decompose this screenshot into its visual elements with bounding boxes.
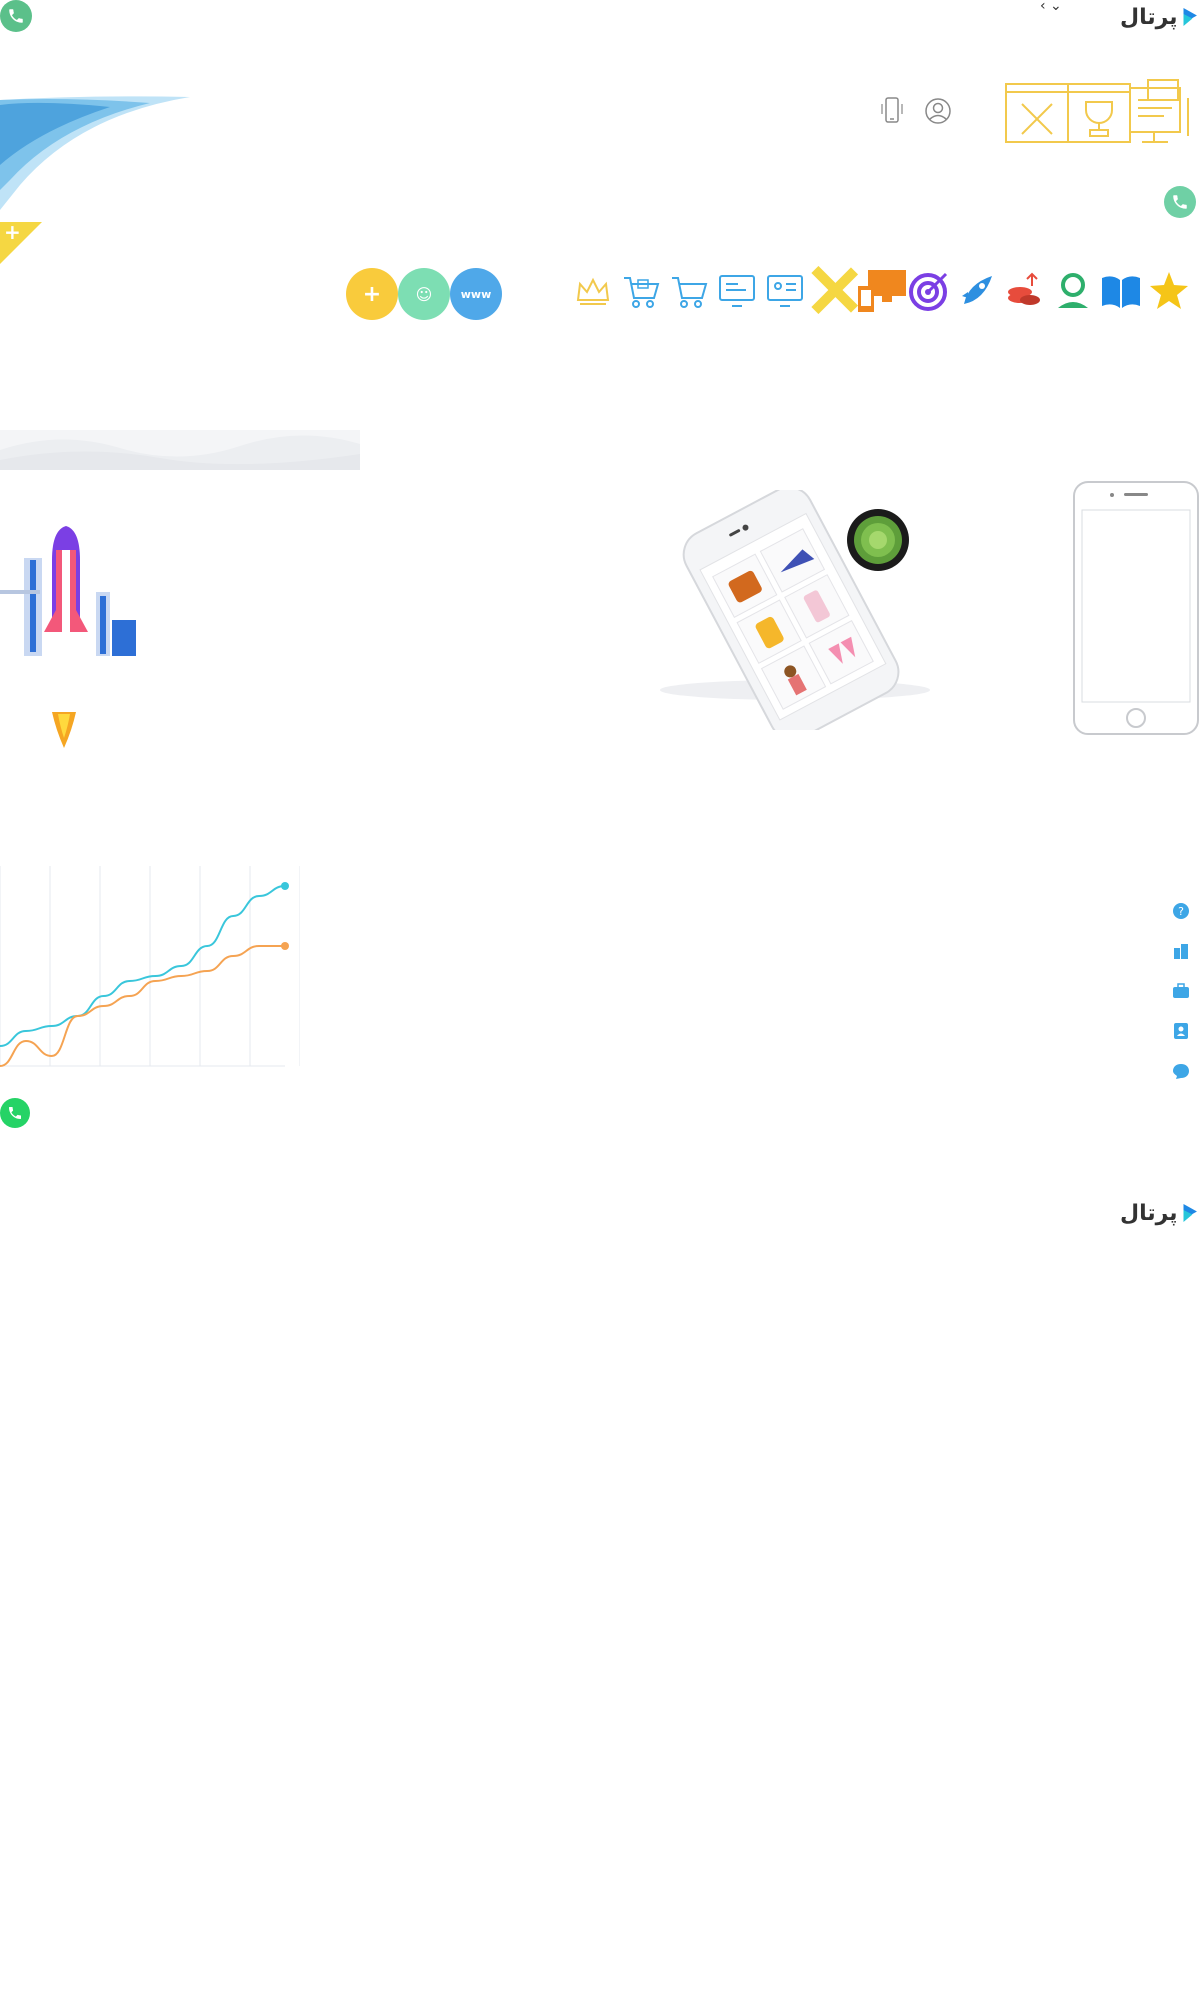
header-logo[interactable]: پرتال — [1120, 0, 1198, 34]
building-icon[interactable] — [1172, 942, 1190, 960]
target-icon — [909, 272, 948, 311]
monitor-code-icon — [719, 275, 755, 307]
devices-icon — [858, 270, 906, 312]
grey-wave-band — [0, 430, 360, 470]
phone-icon — [9, 9, 23, 23]
logo-icon — [1183, 1204, 1197, 1222]
support-agent-icon — [1058, 273, 1088, 308]
cart-icon — [672, 277, 708, 308]
rocket-launch-illustration — [0, 526, 136, 656]
wave-decoration — [0, 96, 190, 210]
contacts-icon[interactable] — [1172, 1022, 1190, 1040]
svg-text:?: ? — [1178, 905, 1184, 918]
whatsapp-call-button[interactable] — [0, 1098, 30, 1128]
shop-phone-mockup — [660, 490, 930, 730]
phone-icon — [9, 1107, 21, 1119]
chart-series-endpoint-2 — [281, 942, 289, 950]
briefcase-icon[interactable] — [1172, 982, 1190, 1000]
smile-label: ☺ — [415, 284, 433, 304]
cactus-decoration — [847, 509, 909, 571]
chart-series-endpoint-1 — [281, 882, 289, 890]
chart-series-line-1 — [0, 885, 286, 1047]
open-book-icon — [1102, 276, 1140, 308]
user-icon[interactable] — [924, 97, 952, 125]
shopping-cart-icon — [624, 277, 660, 308]
phone-shadow — [660, 490, 930, 730]
www-label: www — [460, 287, 492, 301]
monitor-profile-icon — [767, 275, 803, 307]
rocket-flame — [52, 712, 76, 748]
chart-series-line-2 — [0, 945, 285, 1067]
coins-icon — [1008, 272, 1040, 305]
chat-icon[interactable] — [1172, 1062, 1190, 1080]
ruler-pencil-icon — [811, 266, 858, 314]
logo-text: پرتال — [1120, 4, 1178, 30]
promo-corner[interactable]: + — [0, 220, 42, 264]
language-toggle[interactable]: ‹ ⌄ — [1040, 0, 1062, 14]
call-button-top[interactable] — [0, 0, 32, 32]
crown-icon — [576, 277, 610, 305]
phone-icon — [1173, 195, 1187, 209]
plus-icon: + — [4, 220, 21, 244]
plus-label: + — [362, 281, 382, 307]
star-icon — [1150, 272, 1188, 309]
bubble-smile[interactable]: ☺ — [398, 268, 450, 320]
logo-icon — [1183, 8, 1197, 26]
rocket-icon — [962, 276, 992, 304]
bubble-add[interactable]: + — [346, 268, 398, 320]
phone-outline — [1073, 481, 1199, 735]
question-icon[interactable]: ? — [1172, 902, 1190, 920]
call-button-right[interactable] — [1164, 186, 1196, 218]
growth-line-chart — [0, 866, 300, 1067]
footer-logo[interactable]: پرتال — [1120, 1196, 1198, 1230]
logo-text: پرتال — [1120, 1200, 1178, 1226]
mobile-icon[interactable] — [880, 96, 904, 126]
design-tools-illustration — [1005, 79, 1189, 143]
corner-triangle — [0, 222, 42, 264]
bubble-www[interactable]: www — [450, 268, 502, 320]
